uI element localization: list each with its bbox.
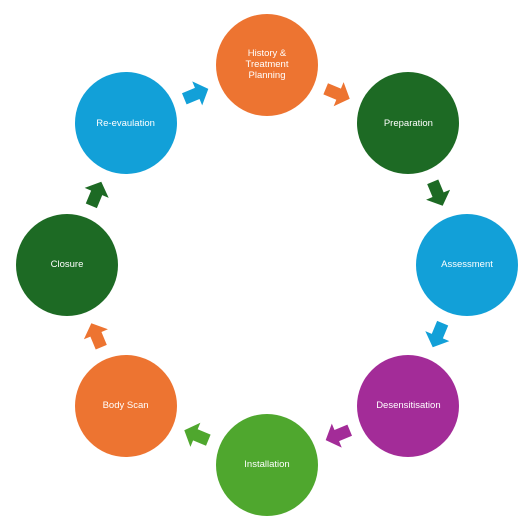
arrow-closure-to-re-evaluation	[84, 181, 109, 209]
node-assessment-label: Assessment	[441, 259, 493, 270]
arrow-assessment-to-desensitisation	[425, 320, 450, 348]
arrow-installation-to-body-scan	[184, 422, 211, 447]
node-closure: Closure	[16, 213, 118, 316]
arrow-history-to-preparation	[323, 82, 350, 107]
node-history-label: History & Treatment Planning	[245, 48, 289, 81]
node-history: History & Treatment Planning	[216, 13, 318, 116]
node-desensitisation-label: Desensitisation	[376, 400, 441, 412]
node-re-evaluation-label: Re-evaulation	[96, 117, 155, 129]
node-assessment: Assessment	[416, 213, 518, 316]
node-preparation: Preparation	[357, 72, 460, 175]
node-re-evaluation: Re-evaulation	[74, 72, 177, 175]
node-desensitisation: Desensitisation	[357, 354, 460, 457]
node-body-scan: Body Scan	[74, 354, 177, 457]
node-body-scan-label: Body Scan	[102, 400, 149, 412]
arrow-body-scan-to-closure	[83, 323, 108, 350]
node-installation: Installation	[216, 413, 318, 516]
node-closure-label: Closure	[50, 259, 84, 270]
node-preparation-label: Preparation	[383, 117, 433, 129]
node-installation-label: Installation	[244, 459, 290, 470]
arrow-desensitisation-to-installation	[325, 423, 353, 448]
arrow-preparation-to-assessment	[426, 179, 451, 206]
arrow-re-evaluation-to-history	[181, 81, 209, 106]
